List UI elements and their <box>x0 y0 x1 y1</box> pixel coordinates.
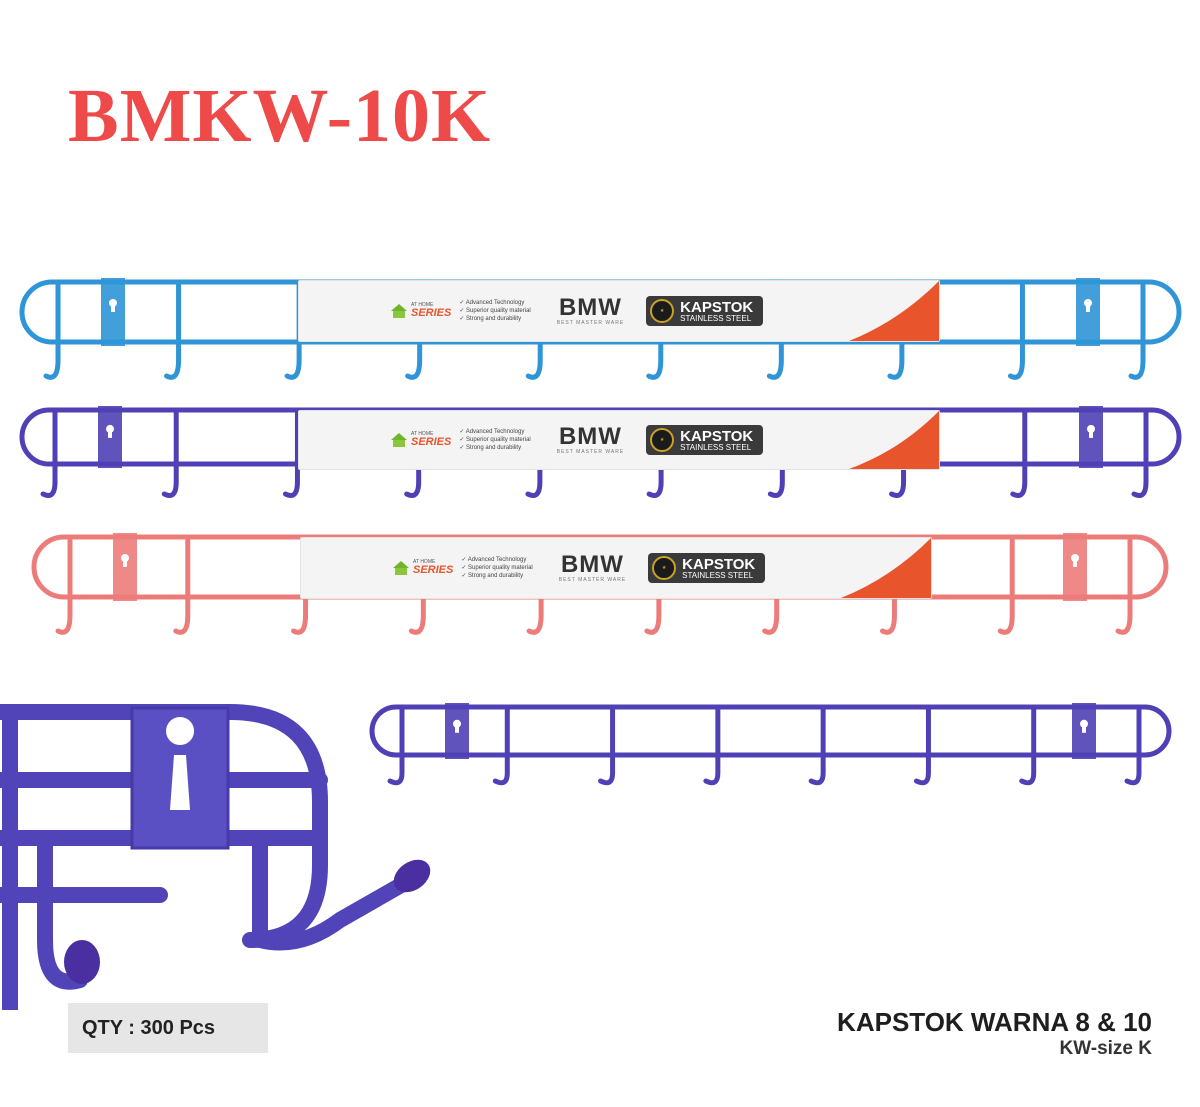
orange-swoosh-graphic <box>841 538 931 598</box>
product-size: KW-size K <box>1059 1037 1152 1059</box>
rack-purple-8-hooks <box>368 695 1173 795</box>
house-icon <box>391 433 407 447</box>
hook-tip <box>393 859 431 893</box>
orange-swoosh-graphic <box>849 281 939 341</box>
rack-pink: AT HOME SERIES ✓ Advanced Technology✓ Su… <box>30 525 1170 645</box>
product-info: KAPSTOK WARNA 8 & 10 KW-size K <box>837 1007 1152 1060</box>
medal-icon: ★ <box>650 428 675 452</box>
medal-icon: ★ <box>650 299 675 323</box>
house-icon <box>393 561 409 575</box>
rack-purple: AT HOME SERIES ✓ Advanced Technology✓ Su… <box>18 398 1183 508</box>
series-logo: AT HOME SERIES <box>391 303 451 319</box>
house-icon <box>391 304 407 318</box>
brand-logo: BMW BEST MASTER WARE <box>556 423 625 456</box>
kapstok-badge: ★ KAPSTOK STAINLESS STEEL <box>648 553 766 583</box>
packaging-label: AT HOME SERIES ✓ Advanced Technology✓ Su… <box>300 537 932 599</box>
brand-logo: BMW BEST MASTER WARE <box>558 551 627 584</box>
rack-purple-frame <box>19 406 1182 498</box>
feature-list: ✓ Advanced Technology✓ Superior quality … <box>459 429 531 451</box>
rack-blue-frame <box>19 278 1182 380</box>
rack-purple-8-frame <box>369 703 1172 786</box>
series-logo: AT HOME SERIES <box>391 432 451 448</box>
keyhole-icon <box>166 717 195 810</box>
orange-swoosh-graphic <box>849 411 939 469</box>
product-code: BMKW-10K <box>68 74 492 158</box>
kapstok-badge: ★ KAPSTOK STAINLESS STEEL <box>646 296 764 326</box>
medal-icon: ★ <box>652 556 677 580</box>
quantity-label: QTY : 300 Pcs <box>68 1003 268 1053</box>
hook-tip <box>64 940 100 984</box>
rack-blue: AT HOME SERIES ✓ Advanced Technology✓ Su… <box>18 270 1183 390</box>
brand-logo: BMW BEST MASTER WARE <box>556 294 625 327</box>
kapstok-badge: ★ KAPSTOK STAINLESS STEEL <box>646 425 764 455</box>
product-name: KAPSTOK WARNA 8 & 10 <box>837 1007 1152 1037</box>
series-logo: AT HOME SERIES <box>393 560 453 576</box>
packaging-label: AT HOME SERIES ✓ Advanced Technology✓ Su… <box>298 410 940 470</box>
rack-pink-frame <box>31 533 1169 635</box>
feature-list: ✓ Advanced Technology✓ Superior quality … <box>459 300 531 322</box>
feature-list: ✓ Advanced Technology✓ Superior quality … <box>461 557 533 579</box>
packaging-label: AT HOME SERIES ✓ Advanced Technology✓ Su… <box>298 280 940 342</box>
rack-closeup-detail <box>0 704 431 1010</box>
